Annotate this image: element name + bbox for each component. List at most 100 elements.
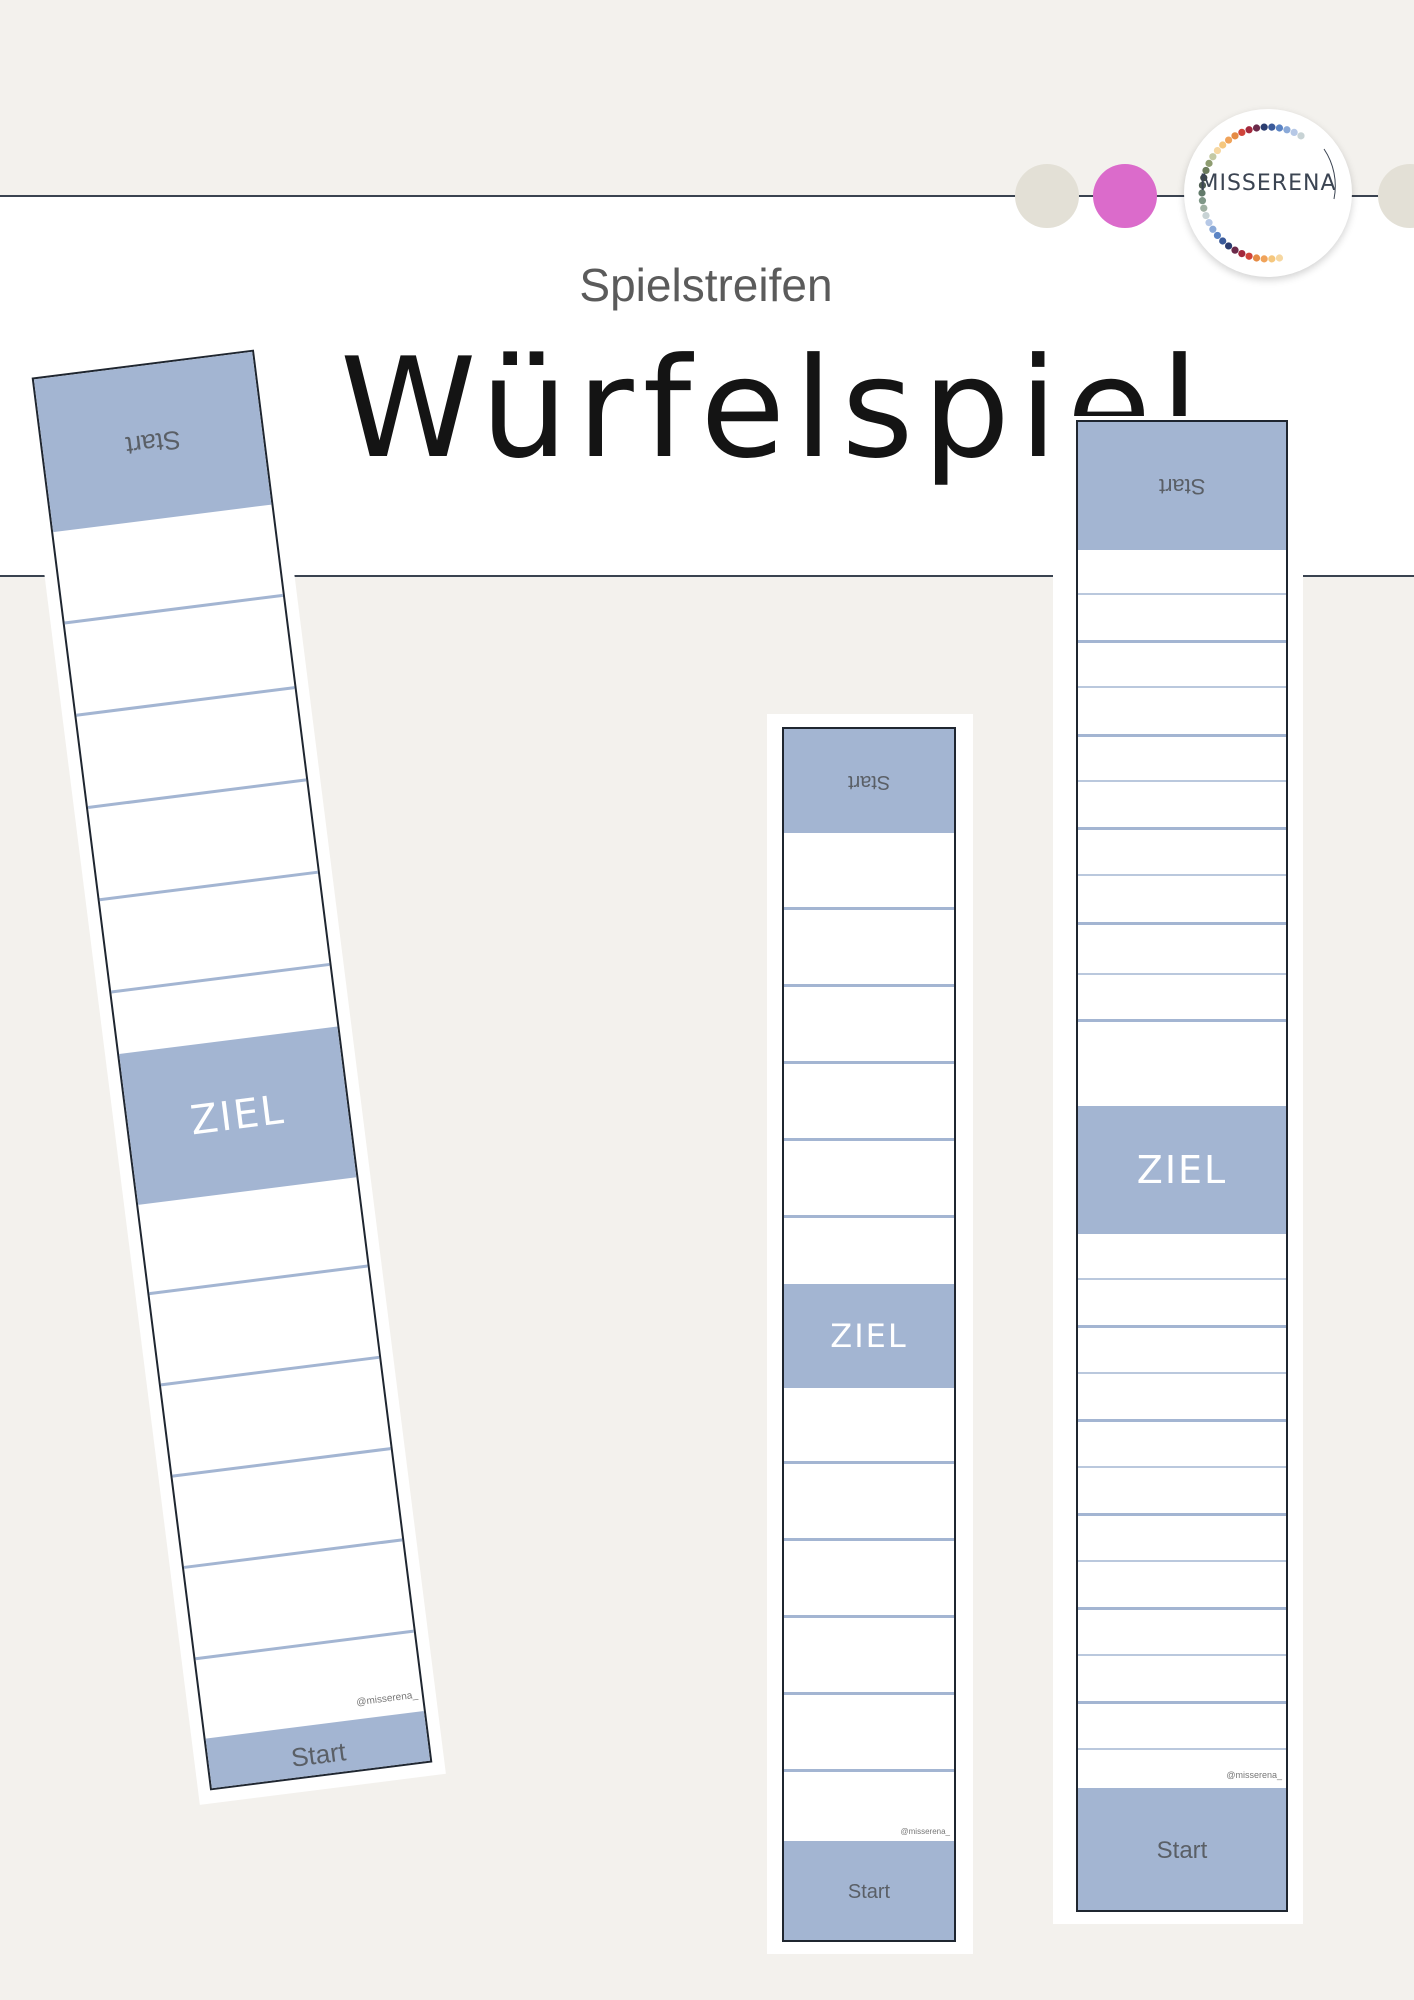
strip-c-start-bottom: Start: [1078, 1788, 1286, 1910]
field-divider: [1078, 1372, 1286, 1374]
field-divider: [1078, 827, 1286, 830]
start-label: Start: [289, 1735, 348, 1773]
bead: [1198, 197, 1207, 205]
field-divider: [1078, 593, 1286, 595]
bead: [1245, 126, 1253, 134]
field-divider: [1078, 640, 1286, 643]
bead: [1238, 250, 1246, 258]
start-label: Start: [123, 424, 182, 461]
field-divider: [1078, 1325, 1286, 1328]
page-subtitle: Spielstreifen: [579, 259, 833, 311]
field-divider: [1078, 1748, 1286, 1750]
header-top-rule: [0, 195, 1414, 197]
field-divider: [64, 593, 284, 625]
field-divider: [1078, 874, 1286, 876]
bead: [1202, 211, 1210, 220]
field-divider: [172, 1447, 391, 1478]
bead: [1200, 174, 1208, 182]
start-label: Start: [847, 1881, 891, 1903]
field-divider: [784, 1461, 954, 1464]
bead: [1252, 124, 1261, 132]
strip-a-ziel: ZIEL: [119, 1026, 357, 1205]
logo-text: MISSERENA: [1199, 171, 1337, 196]
bead: [1205, 159, 1213, 167]
field-divider: [784, 1692, 954, 1695]
strip-b-ziel: ZIEL: [784, 1284, 954, 1388]
ring-arc: [1323, 148, 1336, 200]
field-divider: [1078, 1419, 1286, 1422]
bead: [1219, 141, 1227, 149]
field-divider: [149, 1264, 368, 1296]
header-bottom-rule: [0, 575, 1414, 577]
strip-a-start-top: Start: [33, 351, 272, 533]
field-divider: [183, 1538, 403, 1569]
field-divider: [1078, 1654, 1286, 1656]
bead: [1290, 128, 1298, 136]
start-label: Start: [1156, 1837, 1208, 1864]
strip-c-start-top: Start: [1078, 422, 1286, 550]
field-divider: [1078, 1513, 1286, 1516]
field-divider: [784, 1769, 954, 1772]
beige-dot: [1015, 164, 1079, 228]
field-divider: [1078, 1560, 1286, 1562]
field-divider: [76, 686, 295, 717]
field-divider: [1078, 973, 1286, 975]
bead: [1224, 136, 1233, 144]
bead: [1231, 132, 1239, 140]
field-divider: [784, 1061, 954, 1064]
field-divider: [1078, 1607, 1286, 1610]
bead: [1209, 225, 1217, 233]
field-divider: [87, 778, 307, 809]
field-divider: [1078, 1466, 1286, 1468]
bead: [1268, 255, 1276, 263]
field-divider: [99, 870, 319, 902]
field-divider: [1078, 1701, 1286, 1704]
bead: [1252, 254, 1261, 262]
bead: [1297, 132, 1305, 140]
ziel-label: ZIEL: [830, 1317, 908, 1355]
bead: [1213, 146, 1222, 155]
copyright-handle: @misserena_: [1226, 1770, 1282, 1780]
field-divider: [784, 1538, 954, 1541]
bead: [1245, 252, 1253, 260]
misserena-logo: MISSERENA: [1184, 109, 1352, 277]
bead: [1224, 242, 1233, 250]
start-label: Start: [847, 770, 891, 793]
bead: [1213, 231, 1222, 240]
field-divider: [1078, 922, 1286, 925]
copyright-handle: @misserena_: [900, 1827, 950, 1836]
bead: [1219, 237, 1227, 245]
field-divider: [784, 907, 954, 910]
strip-b: Start ZIEL @misserena_ Start: [782, 727, 956, 1942]
field-divider: [784, 1615, 954, 1618]
field-divider: [784, 1138, 954, 1141]
field-divider: [784, 984, 954, 987]
field-divider: [1078, 686, 1286, 688]
field-divider: [1078, 1019, 1286, 1022]
bead: [1198, 181, 1207, 189]
bead: [1205, 219, 1213, 227]
field-divider: [195, 1629, 414, 1661]
bead: [1260, 255, 1268, 263]
ziel-label: ZIEL: [187, 1086, 288, 1145]
bead: [1260, 123, 1268, 131]
strip-c-ziel: ZIEL: [1078, 1106, 1286, 1234]
pink-dot: [1093, 164, 1157, 228]
bead: [1275, 124, 1284, 132]
bead: [1231, 246, 1239, 254]
bead: [1268, 123, 1276, 131]
page-title: Würfelspiel: [340, 328, 1208, 489]
field-divider: [784, 1215, 954, 1218]
strip-b-start-top: Start: [784, 729, 954, 833]
bead: [1238, 128, 1246, 136]
bead: [1198, 189, 1206, 197]
bead: [1202, 166, 1210, 175]
field-divider: [1078, 780, 1286, 782]
bead: [1283, 126, 1291, 134]
strip-b-start-bottom: Start: [784, 1841, 954, 1940]
copyright-handle: @misserena_: [355, 1689, 419, 1709]
bead: [1275, 254, 1284, 262]
strip-c: Start ZIEL @misserena_ Start: [1076, 420, 1288, 1912]
beaded-ring-icon: [1198, 123, 1336, 263]
ziel-label: ZIEL: [1136, 1148, 1228, 1192]
